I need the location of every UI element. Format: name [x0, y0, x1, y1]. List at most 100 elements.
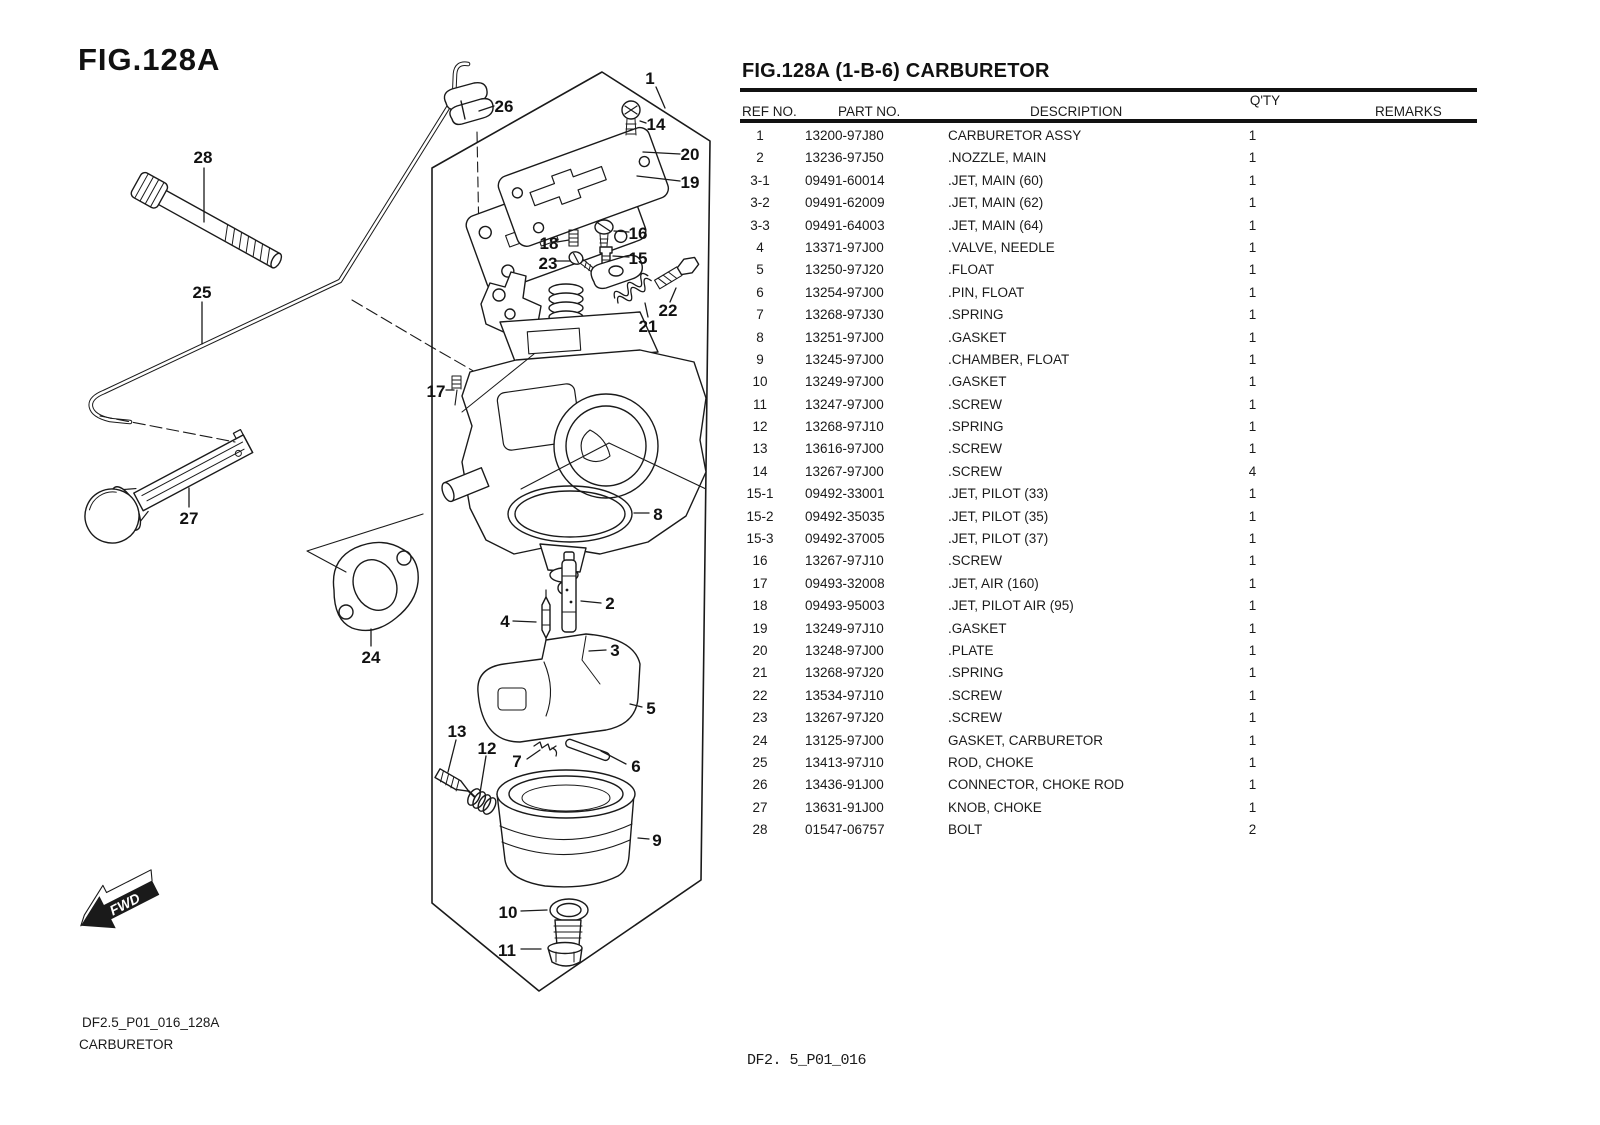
ref-cell: 15-2 — [746, 508, 774, 524]
ref-cell: 10 — [752, 374, 768, 390]
ref-cell: 7 — [756, 307, 764, 323]
callout-18: 18 — [540, 234, 559, 253]
desc-cell: .SCREW — [948, 553, 1002, 569]
qty-cell: 1 — [1248, 642, 1257, 658]
part-cell: 13267-97J20 — [805, 710, 884, 726]
desc-cell: KNOB, CHOKE — [948, 799, 1042, 815]
desc-cell: .SPRING — [948, 665, 1004, 681]
remarks-cell — [1305, 170, 1477, 192]
remarks-cell — [1305, 394, 1477, 416]
callout-23: 23 — [539, 254, 558, 273]
remarks-cell — [1305, 707, 1477, 729]
desc-cell: .PLATE — [948, 642, 994, 658]
desc-cell: .JET, PILOT AIR (95) — [948, 598, 1074, 614]
qty-cell: 1 — [1248, 732, 1257, 748]
callout-9: 9 — [652, 831, 661, 850]
carburetor-body — [441, 254, 707, 595]
part-cell: 09493-32008 — [805, 575, 885, 591]
fwd-arrow: FWD — [80, 869, 160, 929]
qty-cell: 1 — [1248, 419, 1257, 435]
ref-cell: 13 — [752, 441, 768, 457]
nozzle-main — [561, 551, 577, 633]
qty-cell: 1 — [1248, 284, 1257, 300]
connector-choke-rod — [443, 81, 494, 126]
ref-cell: 15-1 — [746, 486, 774, 502]
callout-3: 3 — [610, 641, 619, 660]
remarks-cell — [1305, 282, 1477, 304]
qty-cell: 1 — [1248, 799, 1257, 815]
ref-cell: 5 — [756, 262, 764, 278]
qty-cell: 1 — [1248, 262, 1257, 278]
desc-cell: .SCREW — [948, 687, 1002, 703]
part-cell: 13248-97J00 — [805, 642, 884, 658]
qty-cell: 1 — [1248, 575, 1257, 591]
qty-cell: 1 — [1248, 195, 1257, 211]
part-cell: 13251-97J00 — [805, 329, 884, 345]
ref-cell: 1 — [756, 128, 764, 143]
desc-cell: .CHAMBER, FLOAT — [948, 351, 1070, 367]
ref-cell: 6 — [756, 284, 764, 300]
part-cell: 13250-97J20 — [805, 262, 884, 278]
remarks-cell — [1305, 125, 1477, 147]
callout-10: 10 — [499, 903, 518, 922]
remarks-cell — [1305, 438, 1477, 460]
plate — [497, 126, 670, 247]
qty-cell: 2 — [1248, 822, 1257, 838]
callout-17: 17 — [427, 382, 446, 401]
remarks-cell — [1305, 327, 1477, 349]
part-cell: 01547-06757 — [805, 822, 885, 838]
callout-19: 19 — [681, 173, 700, 192]
qty-cell: 1 — [1248, 710, 1257, 726]
qty-cell: 1 — [1248, 239, 1257, 255]
remarks-cell — [1305, 528, 1477, 550]
remarks-cell — [1305, 640, 1477, 662]
callout-16: 16 — [629, 224, 648, 243]
desc-cell: CONNECTOR, CHOKE ROD — [948, 777, 1125, 793]
remarks-cell — [1305, 573, 1477, 595]
ref-cell: 22 — [752, 687, 768, 703]
remarks-cell — [1305, 752, 1477, 774]
fwd-label: FWD — [107, 890, 143, 919]
part-cell: 13267-97J10 — [805, 553, 884, 569]
remarks-column-header: REMARKS — [1375, 104, 1442, 119]
callout-6: 6 — [631, 757, 640, 776]
spring-21 — [613, 272, 652, 304]
remarks-cell — [1305, 416, 1477, 438]
desc-cell: .PIN, FLOAT — [948, 284, 1025, 300]
desc-cell: .JET, PILOT (35) — [948, 508, 1049, 524]
float — [477, 633, 641, 743]
page-title: FIG.128A — [78, 42, 221, 77]
bolt — [130, 171, 283, 269]
remarks-cell — [1305, 192, 1477, 214]
screw-13 — [434, 768, 476, 798]
part-cell: 09491-60014 — [805, 172, 885, 188]
ref-cell: 21 — [752, 665, 768, 681]
qty-column-header: Q'TY — [1249, 93, 1281, 108]
callout-14: 14 — [647, 115, 666, 134]
part-cell: 09492-35035 — [805, 508, 885, 524]
desc-cell: BOLT — [948, 822, 983, 838]
callout-5: 5 — [646, 699, 655, 718]
ref-no-column-header: REF NO. — [742, 104, 797, 119]
rod-choke — [88, 61, 471, 425]
ref-cell: 8 — [756, 329, 764, 345]
ref-cell: 12 — [752, 419, 768, 435]
gasket-oring — [507, 485, 633, 543]
desc-cell: .SCREW — [948, 396, 1002, 412]
ref-cell: 9 — [756, 351, 764, 367]
part-cell: 13249-97J10 — [805, 620, 884, 636]
remarks-cell — [1305, 730, 1477, 752]
remarks-cell — [1305, 595, 1477, 617]
desc-cell: .SPRING — [948, 419, 1004, 435]
